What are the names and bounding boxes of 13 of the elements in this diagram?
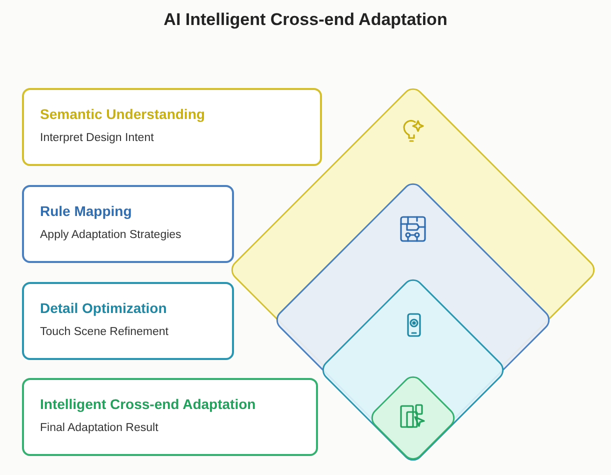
step-description: Apply Adaptation Strategies (40, 229, 182, 241)
step-heading: Detail Optimization (40, 300, 167, 316)
step-heading: Rule Mapping (40, 203, 132, 219)
step-card (22, 88, 322, 166)
step-heading: Intelligent Cross-end Adaptation (40, 396, 256, 412)
step-card (22, 378, 318, 456)
step-heading: Semantic Understanding (40, 106, 205, 122)
step-card (22, 282, 234, 360)
diagram-title: AI Intelligent Cross-end Adaptation (162, 10, 448, 30)
step-description: Touch Scene Refinement (40, 326, 168, 338)
step-card (22, 185, 234, 263)
step-description: Interpret Design Intent (40, 132, 154, 144)
step-description: Final Adaptation Result (40, 422, 158, 434)
